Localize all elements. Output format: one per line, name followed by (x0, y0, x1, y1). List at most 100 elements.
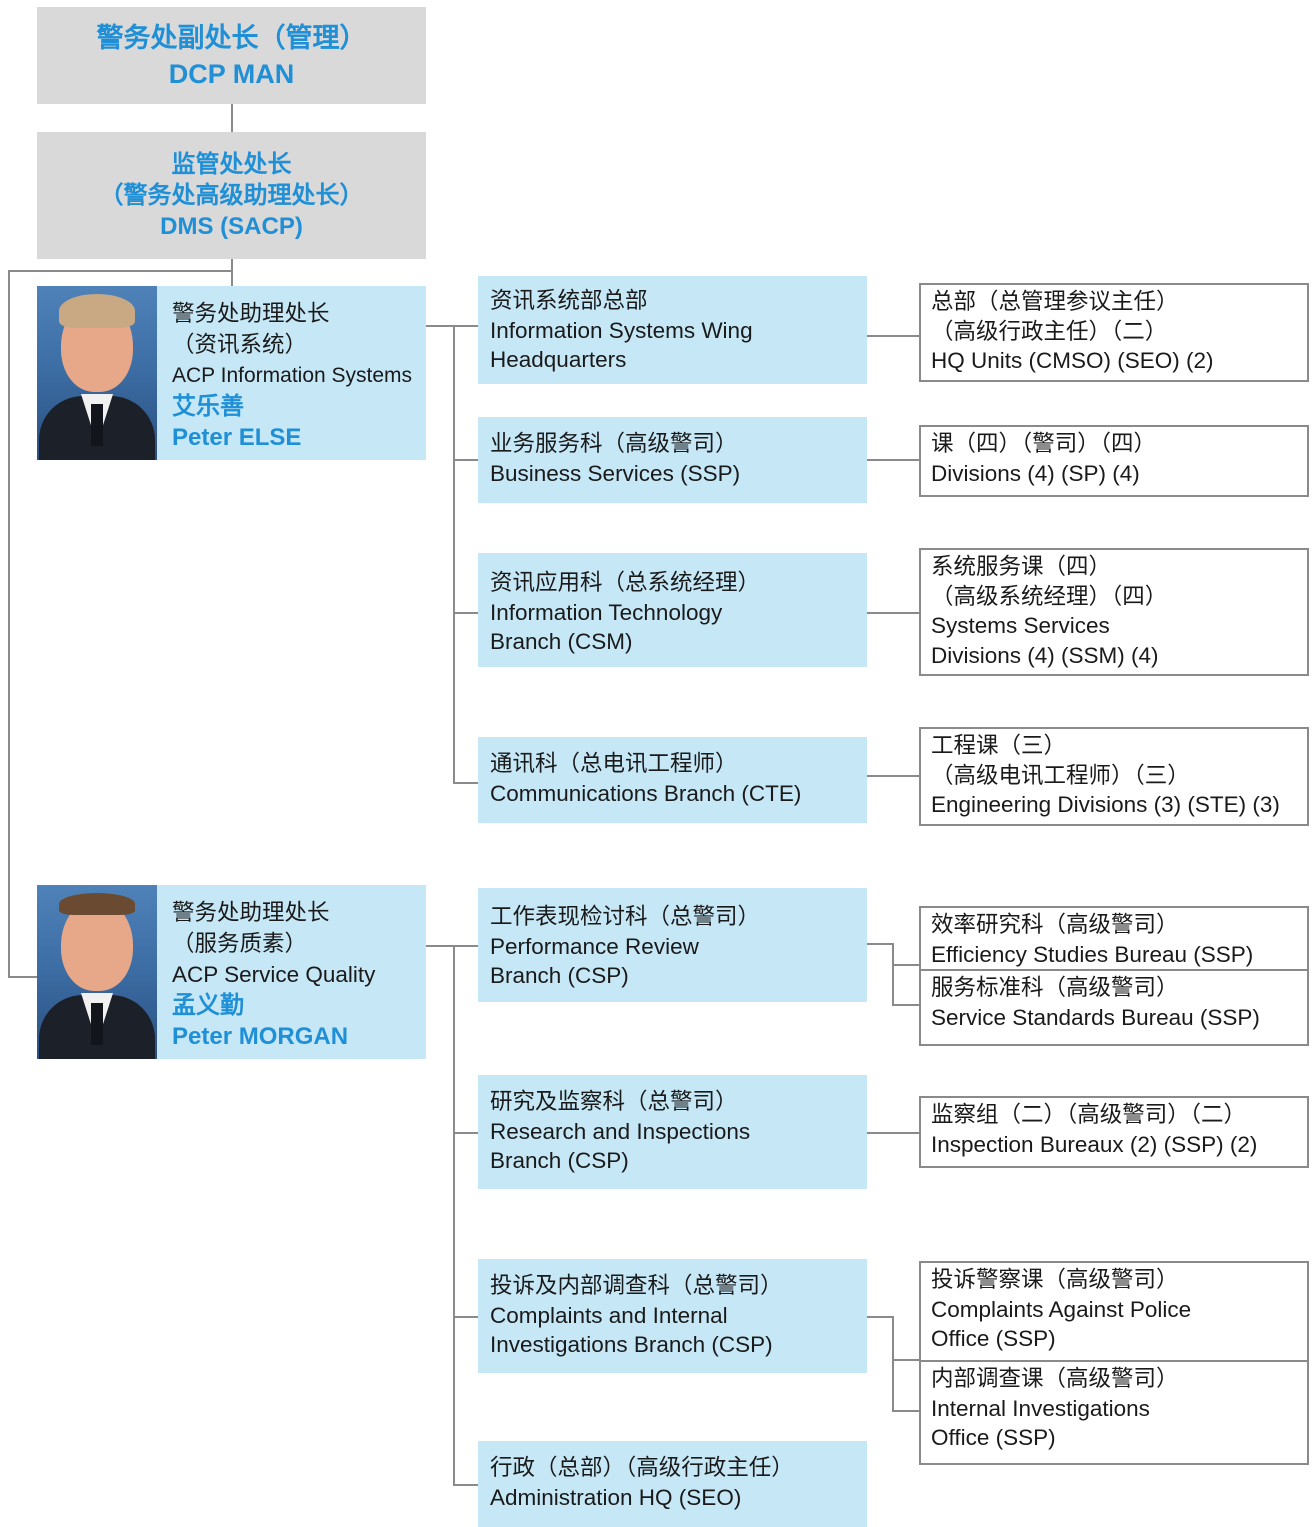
connector (453, 1132, 480, 1134)
unit-line: Divisions (4) (SSM) (4) (931, 642, 1159, 668)
branch-line: 研究及监察科（总警司） (490, 1089, 738, 1114)
branch-box: 行政（总部）（高级行政主任） Administration HQ (SEO) (478, 1441, 867, 1527)
branch-box: 通讯科（总电讯工程师） Communications Branch (CTE) (478, 737, 867, 823)
branch-line: Research and Inspections (490, 1118, 751, 1144)
branch-line: Communications Branch (CTE) (490, 780, 802, 806)
branch-line: 业务服务科（高级警司） (490, 431, 738, 456)
acp-title-en: ACP Information Systems (172, 364, 413, 387)
branch-line: Investigations Branch (CSP) (490, 1332, 773, 1357)
dms-box: 监管处处长 （警务处高级助理处长） DMS (SACP) (37, 132, 426, 259)
portrait-tie (91, 1003, 103, 1045)
dcp-man-box: 警务处副处长（管理） DCP MAN (37, 7, 426, 104)
unit-line: （高级电讯工程师）（三） (931, 762, 1190, 788)
unit-line: Internal Investigations (931, 1395, 1150, 1421)
branch-box: 资讯应用科（总系统经理） Information Technology Bran… (478, 553, 867, 667)
unit-line: Office (SSP) (931, 1326, 1056, 1351)
portrait-photo (37, 286, 157, 460)
connector (866, 1132, 921, 1134)
connector (892, 1359, 921, 1361)
unit-box: 系统服务课（四） （高级系统经理）（四） Systems Services Di… (919, 548, 1309, 676)
branch-line: 资讯系统部总部 (490, 288, 648, 313)
branch-box: 工作表现检讨科（总警司） Performance Review Branch (… (478, 888, 867, 1002)
unit-line: 系统服务课（四） (931, 554, 1112, 579)
acp-subtitle-zh: （服务质素） (172, 931, 308, 956)
unit-line: Systems Services (931, 613, 1110, 638)
connector (453, 945, 455, 1485)
acp-subtitle-zh: （资讯系统） (172, 332, 308, 357)
connector (425, 945, 480, 947)
acp-service-quality-text: 警务处助理处长 （服务质素） ACP Service Quality 孟义勤 P… (172, 897, 375, 1052)
branch-line: Branch (CSP) (490, 963, 629, 988)
dms-title-en: DMS (SACP) (160, 213, 303, 240)
acp-information-systems-text: 警务处助理处长 （资讯系统） ACP Information Systems 艾… (172, 298, 412, 453)
unit-line: 监察组（二）（高级警司）（二） (931, 1102, 1247, 1127)
acp-name-zh: 艾乐善 (172, 393, 244, 420)
connector (866, 612, 921, 614)
unit-line: Divisions (4) (SP) (4) (931, 460, 1140, 486)
unit-box: 效率研究科（高级警司） Efficiency Studies Bureau (S… (919, 906, 1309, 971)
connector (892, 1316, 894, 1412)
unit-line: Complaints Against Police (931, 1296, 1192, 1322)
unit-line: HQ Units (CMSO) (SEO) (2) (931, 348, 1214, 373)
unit-line: Service Standards Bureau (SSP) (931, 1004, 1260, 1030)
portrait-hair (59, 893, 135, 915)
unit-line: 投诉警察课（高级警司） (931, 1267, 1179, 1292)
dms-subtitle-zh: （警务处高级助理处长） (99, 182, 364, 209)
unit-line: 内部调查课（高级警司） (931, 1366, 1179, 1391)
branch-line: Branch (CSP) (490, 1148, 629, 1173)
connector (866, 943, 894, 945)
branch-box: 资讯系统部总部 Information Systems Wing Headqua… (478, 276, 867, 384)
unit-line: 课（四）（警司）（四） (931, 431, 1157, 456)
unit-box: 总部（总管理参议主任） （高级行政主任）（二） HQ Units (CMSO) … (919, 283, 1309, 382)
unit-box: 工程课（三） （高级电讯工程师）（三） Engineering Division… (919, 727, 1309, 826)
connector (453, 325, 455, 783)
unit-line: Engineering Divisions (3) (STE) (3) (931, 792, 1280, 817)
branch-box: 研究及监察科（总警司） Research and Inspections Bra… (478, 1075, 867, 1189)
connector (453, 459, 480, 461)
acp-information-systems-card: 警务处助理处长 （资讯系统） ACP Information Systems 艾… (37, 286, 426, 460)
connector (453, 782, 480, 784)
unit-box: 监察组（二）（高级警司）（二） Inspection Bureaux (2) (… (919, 1096, 1309, 1168)
unit-line: 总部（总管理参议主任） (931, 289, 1179, 314)
branch-line: Performance Review (490, 933, 699, 959)
branch-line: 资讯应用科（总系统经理） (490, 570, 761, 595)
connector (892, 1410, 921, 1412)
branch-line: 行政（总部）（高级行政主任） (490, 1455, 794, 1480)
connector (892, 964, 921, 966)
unit-box: 服务标准科（高级警司） Service Standards Bureau (SS… (919, 969, 1309, 1046)
unit-box: 课（四）（警司）（四） Divisions (4) (SP) (4) (919, 425, 1309, 497)
connector (231, 259, 233, 287)
unit-line: 效率研究科（高级警司） (931, 912, 1179, 937)
connector (866, 459, 921, 461)
dcp-man-title-zh: 警务处副处长（管理） (96, 22, 367, 53)
branch-line: 投诉及内部调查科（总警司） (490, 1273, 783, 1298)
acp-name-en: Peter ELSE (172, 424, 302, 451)
connector (8, 270, 233, 272)
branch-line: 工作表现检讨科（总警司） (490, 904, 761, 929)
branch-box: 业务服务科（高级警司） Business Services (SSP) (478, 417, 867, 503)
connector (866, 335, 921, 337)
unit-line: Office (SSP) (931, 1425, 1056, 1450)
unit-line: Efficiency Studies Bureau (SSP) (931, 941, 1254, 967)
dms-title-zh: 监管处处长 (171, 151, 292, 178)
unit-line: （高级行政主任）（二） (931, 318, 1168, 344)
branch-line: Information Technology (490, 599, 723, 625)
unit-box: 内部调查课（高级警司） Internal Investigations Offi… (919, 1360, 1309, 1465)
acp-name-zh: 孟义勤 (172, 992, 244, 1019)
connector (8, 976, 38, 978)
branch-box: 投诉及内部调查科（总警司） Complaints and Internal In… (478, 1259, 867, 1373)
branch-line: Business Services (SSP) (490, 460, 741, 486)
connector (453, 1484, 480, 1486)
branch-line: Administration HQ (SEO) (490, 1484, 742, 1510)
branch-line: Branch (CSM) (490, 629, 633, 654)
unit-line: （高级系统经理）（四） (931, 583, 1168, 609)
portrait-photo (37, 885, 157, 1059)
connector (866, 1316, 894, 1318)
acp-name-en: Peter MORGAN (172, 1023, 349, 1050)
portrait-hair (59, 294, 135, 328)
acp-title-zh: 警务处助理处长 (172, 301, 330, 326)
portrait-tie (91, 404, 103, 446)
connector (866, 775, 921, 777)
acp-title-en: ACP Service Quality (172, 962, 376, 987)
connector (892, 1004, 921, 1006)
